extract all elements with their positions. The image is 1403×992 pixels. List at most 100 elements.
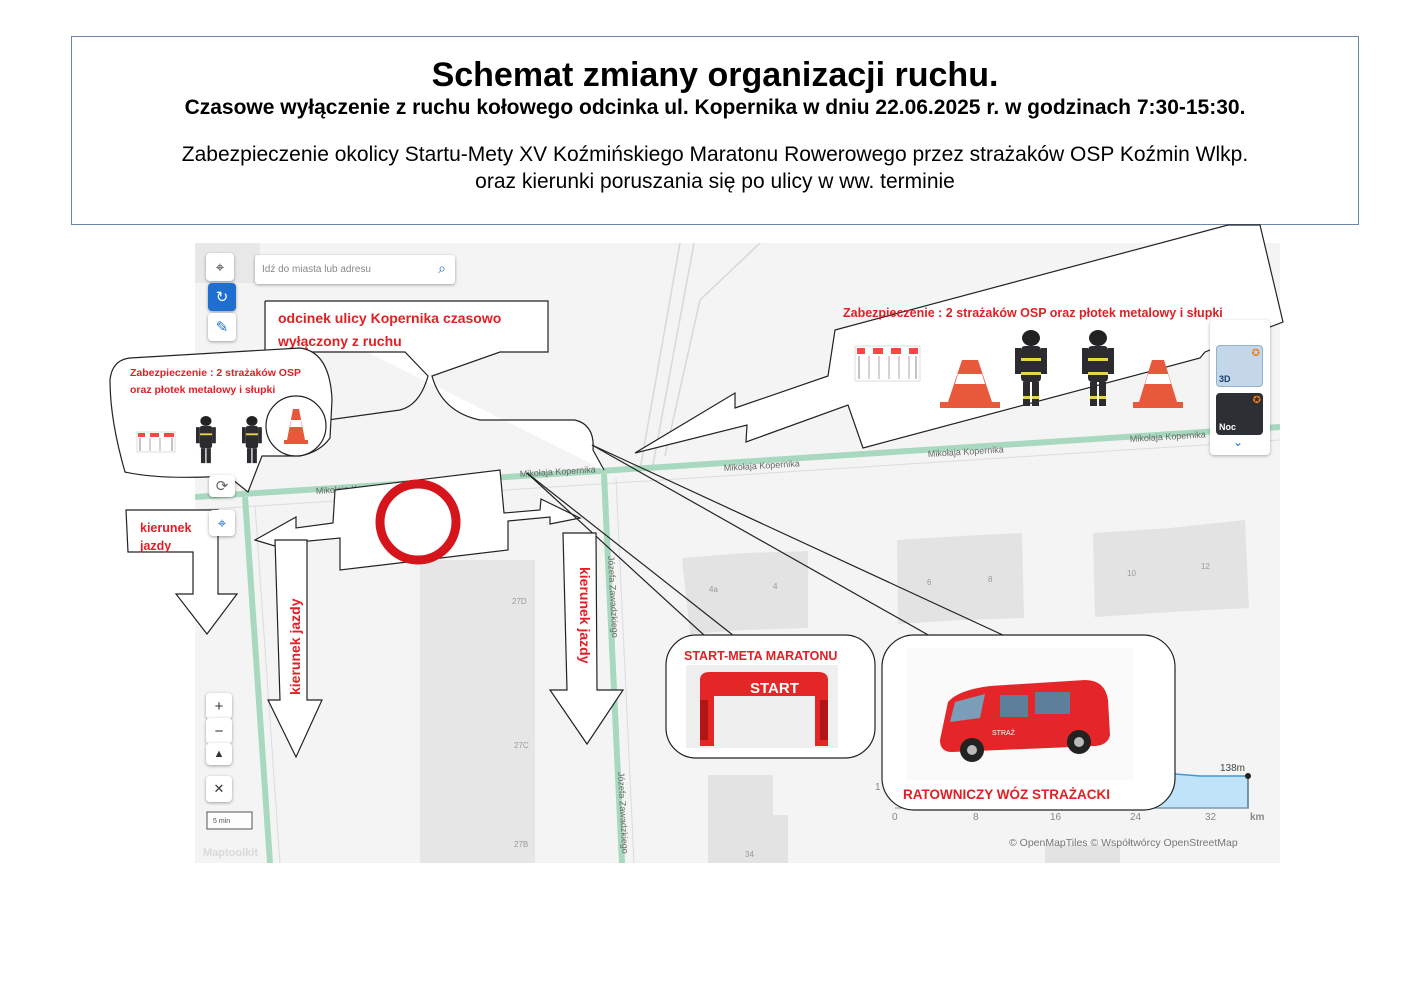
chevron-down-icon[interactable]: ⌄ xyxy=(1233,435,1244,449)
barrier-image xyxy=(854,345,921,382)
house-number: 27C xyxy=(514,741,529,750)
right-security-callout: Zabezpieczenie : 2 strażaków OSP oraz pł… xyxy=(634,224,1284,454)
traffic-cone-icon xyxy=(940,360,1000,408)
description-line-1: Zabezpieczenie okolicy Startu-Mety XV Ko… xyxy=(181,143,1249,166)
layer-3d-label: 3D xyxy=(1219,374,1231,384)
street-label: Mikołaja Kopernika xyxy=(520,464,597,479)
zoom-in-button[interactable]: + xyxy=(206,693,232,719)
closed-segment-callout: odcinek ulicy Kopernika czasowo wyłączon… xyxy=(249,300,605,471)
drawing-button[interactable]: ↻ xyxy=(208,283,236,311)
fire-truck-callout: STRAŻ RATOWNICZY WÓZ STRAŻACKI xyxy=(881,634,1176,811)
svg-text:kierunek: kierunek xyxy=(140,521,191,535)
building xyxy=(420,560,535,863)
layer-night-button[interactable]: Noc ✪ xyxy=(1216,393,1263,435)
house-number: 12 xyxy=(1201,562,1210,571)
firefighter-icon xyxy=(1082,330,1114,406)
street-label: Józefa Zawadzkiego xyxy=(606,556,620,638)
house-number: 10 xyxy=(1127,569,1136,578)
firefighter-icon xyxy=(242,416,262,464)
zoom-out-button[interactable]: − xyxy=(206,718,232,744)
left-security-callout: Zabezpieczenie : 2 strażaków OSP oraz pł… xyxy=(109,347,333,493)
svg-text:0: 0 xyxy=(892,812,898,823)
locate-button[interactable]: ⌖ xyxy=(206,253,234,281)
svg-text:16: 16 xyxy=(1050,812,1062,823)
fire-truck-image: STRAŻ xyxy=(906,648,1134,780)
map-attribution: © OpenMapTiles © Współtwórcy OpenStreetM… xyxy=(1009,837,1238,849)
collapse-icon: ✕ xyxy=(213,781,225,796)
start-arch-image: START xyxy=(686,665,838,748)
compass-button[interactable]: ▲ xyxy=(206,743,232,765)
svg-text:RATOWNICZY WÓZ STRAŻACKI: RATOWNICZY WÓZ STRAŻACKI xyxy=(903,787,1110,802)
compass-icon: ▲ xyxy=(213,748,225,760)
minus-icon: − xyxy=(214,722,224,740)
search-placeholder: Idź do miasta lub adresu xyxy=(262,264,371,275)
svg-text:kierunek jazdy: kierunek jazdy xyxy=(577,567,593,664)
layer-switcher: 3D ✪ Noc ✪ ⌄ xyxy=(1210,320,1270,455)
pen-button[interactable]: ✎ xyxy=(208,313,236,341)
building xyxy=(682,553,745,634)
street-label: Mikołaja Kopernika xyxy=(928,444,1005,459)
svg-text:START-META MARATONU: START-META MARATONU xyxy=(684,649,837,663)
no-entry-icon xyxy=(375,479,461,565)
building xyxy=(708,815,788,863)
svg-text:138m: 138m xyxy=(1220,763,1245,774)
house-number: 4 xyxy=(773,582,778,591)
road-zawadzkiego xyxy=(601,473,625,863)
layer-3d-button[interactable]: 3D ✪ xyxy=(1216,345,1263,387)
start-meta-callout: START-META MARATONU START xyxy=(665,634,876,759)
scale-bar xyxy=(206,811,253,830)
svg-text:8: 8 xyxy=(973,812,979,823)
street-label: Mikołaja Kopernika xyxy=(724,458,801,473)
refresh-button[interactable]: ⟳ xyxy=(209,475,235,497)
refresh-icon: ⟳ xyxy=(215,478,229,495)
place-button[interactable]: ⌖ xyxy=(209,510,235,536)
house-number: 27B xyxy=(514,840,528,849)
description-line-2: oraz kierunki poruszania się po ulicy w … xyxy=(475,170,955,193)
svg-text:START: START xyxy=(750,680,799,697)
svg-text:1: 1 xyxy=(875,782,881,793)
firefighter-icon xyxy=(196,416,216,464)
building xyxy=(960,533,1024,620)
street-label: Józefa Zawadzkiego xyxy=(616,772,630,854)
street-label: Mikołaja Kopernika xyxy=(1130,429,1207,444)
svg-text:odcinek ulicy Kopernika czasow: odcinek ulicy Kopernika czasowo xyxy=(278,310,501,326)
star-badge-icon: ✪ xyxy=(1252,395,1261,406)
svg-text:5 min: 5 min xyxy=(213,818,230,825)
building xyxy=(708,775,773,815)
svg-text:km: km xyxy=(1250,812,1265,823)
traffic-cone-icon xyxy=(1133,360,1183,408)
traffic-cone-icon xyxy=(284,409,308,444)
svg-text:oraz płotek metalowy i słupki: oraz płotek metalowy i słupki xyxy=(130,384,275,396)
direction-arrow-mid: kierunek jazdy xyxy=(267,539,323,759)
svg-text:kierunek jazdy: kierunek jazdy xyxy=(287,598,303,695)
page-subtitle: Czasowe wyłączenie z ruchu kołowego odci… xyxy=(184,96,1246,119)
pen-icon: ✎ xyxy=(215,319,229,336)
search-icon[interactable]: ⌕ xyxy=(438,260,446,276)
page-title: Schemat zmiany organizacji ruchu. xyxy=(431,56,999,94)
building xyxy=(1170,520,1249,612)
search-input[interactable]: Idź do miasta lub adresu ⌕ xyxy=(255,255,455,284)
firefighter-icon xyxy=(1015,330,1047,406)
drawing-icon: ↻ xyxy=(215,289,229,306)
place-marker-icon: ⌖ xyxy=(217,514,227,532)
svg-text:24: 24 xyxy=(1130,812,1142,823)
building xyxy=(1045,845,1120,863)
no-entry-sign-box xyxy=(253,469,582,571)
crosshair-icon: ⌖ xyxy=(215,258,225,276)
house-number: 6 xyxy=(927,578,932,587)
svg-text:32: 32 xyxy=(1205,812,1217,823)
star-badge-icon: ✪ xyxy=(1251,348,1260,359)
house-number: 34 xyxy=(745,850,754,859)
building xyxy=(745,551,808,630)
house-number: 27D xyxy=(512,597,527,606)
building xyxy=(1093,528,1172,617)
svg-text:wyłączony z ruchu: wyłączony z ruchu xyxy=(277,333,402,349)
svg-text:Zabezpieczenie : 2 strażaków: Zabezpieczenie : 2 strażaków OSP xyxy=(130,367,301,379)
layer-night-label: Noc xyxy=(1219,422,1237,432)
plus-icon: + xyxy=(214,697,224,715)
maptoolkit-logo: Maptoolkit xyxy=(203,847,258,859)
direction-arrow-right: kierunek jazdy xyxy=(548,532,625,746)
house-number: 4a xyxy=(709,585,718,594)
collapse-button[interactable]: ✕ xyxy=(206,776,232,802)
